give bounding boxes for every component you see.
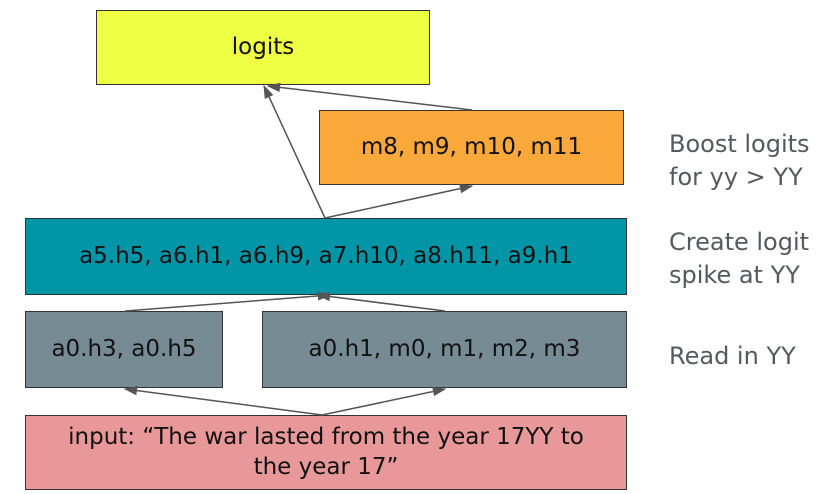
arrow-a0-to-heads (124, 291, 332, 312)
arrow-mix-to-heads (316, 291, 446, 312)
logits-box: logits (96, 10, 430, 85)
early-components-box: a0.h1, m0, m1, m2, m3 (262, 311, 627, 388)
attention-heads-label: a5.h5, a6.h1, a6.h9, a7.h10, a8.h11, a9.… (79, 242, 573, 269)
note-read-in: Read in YY (669, 342, 796, 370)
arrow-heads-to-mlps (324, 183, 474, 219)
arrow-input-to-mix (321, 386, 447, 416)
layer0-heads-label: a0.h3, a0.h5 (51, 335, 197, 362)
arrow-input-to-a0 (123, 385, 323, 416)
arrow-heads-to-logits (263, 84, 326, 219)
input-box: input: “The war lasted from the year 17Y… (25, 415, 627, 490)
note-create-spike: Create logit spike at YY (669, 228, 810, 290)
attention-heads-box: a5.h5, a6.h1, a6.h9, a7.h10, a8.h11, a9.… (25, 218, 627, 295)
mlp-layers-label: m8, m9, m10, m11 (360, 133, 583, 160)
logits-label: logits (231, 33, 295, 60)
input-label: input: “The war lasted from the year 17Y… (68, 423, 584, 480)
early-components-label: a0.h1, m0, m1, m2, m3 (308, 335, 581, 362)
arrow-mlps-to-logits (266, 82, 473, 111)
layer0-heads-box: a0.h3, a0.h5 (25, 311, 223, 388)
note-boost-logits: Boost logits for yy > YY (669, 130, 810, 192)
